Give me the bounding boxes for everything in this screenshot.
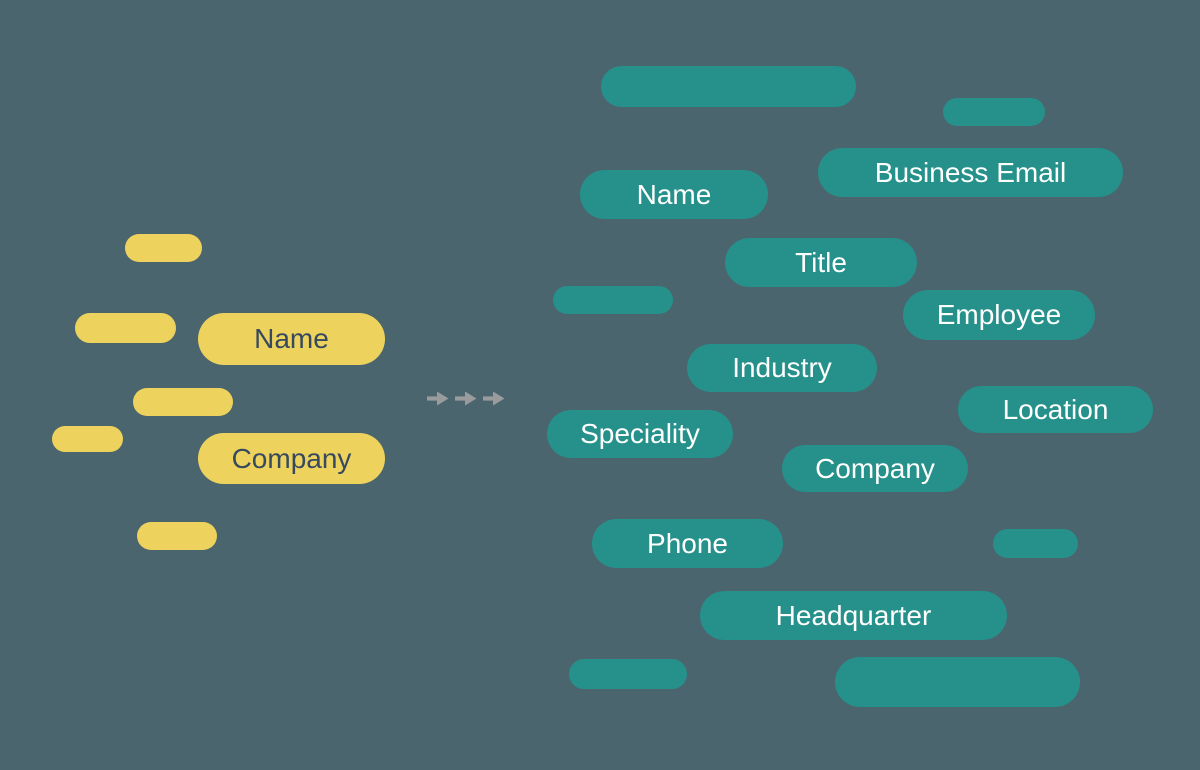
clean-data-pill	[569, 659, 687, 689]
clean-field-name-pill: Name	[580, 170, 768, 219]
clean-field-phone-pill: Phone	[592, 519, 783, 568]
raw-data-pill	[75, 313, 176, 343]
raw-data-pill	[137, 522, 217, 550]
clean-data-pill	[993, 529, 1078, 558]
raw-field-name-pill: Name	[198, 313, 385, 365]
clean-field-title-pill: Title	[725, 238, 917, 287]
clean-data-pill	[943, 98, 1045, 126]
raw-data-pill	[52, 426, 123, 452]
clean-field-location-pill: Location	[958, 386, 1153, 433]
raw-field-company-pill: Company	[198, 433, 385, 484]
clean-data-pill	[835, 657, 1080, 707]
clean-field-speciality-pill: Speciality	[547, 410, 733, 458]
arrow-right-icon	[427, 391, 449, 406]
clean-field-employee-pill: Employee	[903, 290, 1095, 340]
arrow-right-icon	[483, 391, 505, 406]
transform-arrows	[427, 391, 505, 406]
clean-field-company-pill: Company	[782, 445, 968, 492]
arrow-right-icon	[455, 391, 477, 406]
raw-data-pill	[125, 234, 202, 262]
clean-field-headquarter-pill: Headquarter	[700, 591, 1007, 640]
clean-field-industry-pill: Industry	[687, 344, 877, 392]
clean-field-business-email-pill: Business Email	[818, 148, 1123, 197]
clean-data-pill	[601, 66, 856, 107]
raw-data-pill	[133, 388, 233, 416]
clean-data-pill	[553, 286, 673, 314]
